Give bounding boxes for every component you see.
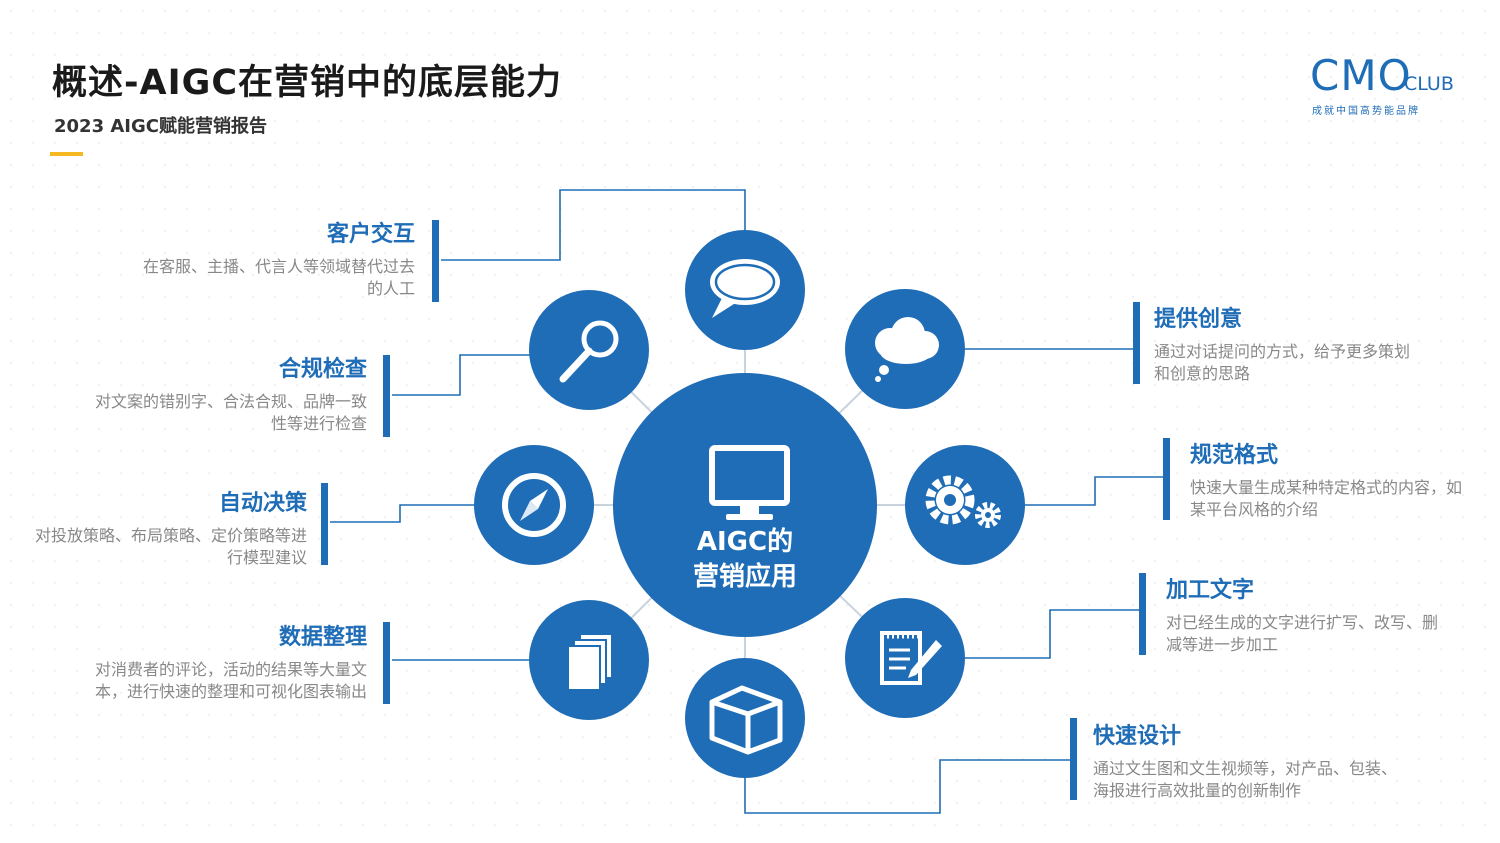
center-label-line1: AIGC的 bbox=[696, 527, 794, 557]
text-block-text-processing: 加工文字 对已经生成的文字进行扩写、改写、删减等进一步加工 bbox=[1166, 576, 1441, 656]
leader-line bbox=[441, 189, 746, 261]
capability-description: 通过对话提问的方式，给予更多策划和创意的思路 bbox=[1154, 342, 1411, 383]
center-label-line2: 营销应用 bbox=[692, 562, 797, 592]
text-block-auto-decision: 自动决策 对投放策略、布局策略、定价策略等进行模型建议 bbox=[35, 489, 307, 569]
capability-title: 快速设计 bbox=[1093, 724, 1182, 749]
accent-bar bbox=[1070, 718, 1077, 800]
accent-bar bbox=[432, 220, 439, 302]
text-block-provide-ideas: 提供创意 通过对话提问的方式，给予更多策划和创意的思路 bbox=[1154, 305, 1424, 385]
leader-line bbox=[330, 504, 475, 523]
text-block-compliance-check: 合规检查 对文案的错别字、合法合规、品牌一致性等进行检查 bbox=[95, 355, 367, 435]
capability-title: 合规检查 bbox=[278, 357, 367, 382]
accent-bar bbox=[1163, 438, 1170, 520]
accent-bar bbox=[321, 483, 328, 565]
capability-description: 对投放策略、布局策略、定价策略等进行模型建议 bbox=[35, 526, 308, 567]
capability-title: 数据整理 bbox=[278, 625, 367, 650]
accent-bar bbox=[383, 355, 390, 437]
center-label: AIGC的 营销应用 bbox=[615, 525, 875, 595]
capability-description: 快速大量生成某种特定格式的内容，如某平台风格的介绍 bbox=[1190, 478, 1463, 519]
capability-title: 提供创意 bbox=[1154, 307, 1243, 332]
capability-description: 通过文生图和文生视频等，对产品、包装、海报进行高效批量的创新制作 bbox=[1093, 759, 1398, 800]
capability-title: 规范格式 bbox=[1190, 443, 1279, 468]
text-block-format-spec: 规范格式 快速大量生成某种特定格式的内容，如某平台风格的介绍 bbox=[1190, 441, 1465, 521]
satellite-text-processing bbox=[845, 598, 965, 718]
satellite-customer-interaction bbox=[685, 230, 805, 350]
title-accent-bar bbox=[50, 152, 83, 156]
page-title: 概述-AIGC在营销中的底层能力 bbox=[52, 63, 563, 103]
satellite-provide-ideas bbox=[845, 289, 965, 409]
capability-description: 在客服、主播、代言人等领域替代过去的人工 bbox=[142, 257, 415, 298]
leader-line bbox=[1025, 476, 1165, 506]
capability-title: 自动决策 bbox=[218, 491, 307, 516]
capability-description: 对消费者的评论，活动的结果等大量文本，进行快速的整理和可视化图表输出 bbox=[95, 660, 368, 701]
satellite-compliance-check bbox=[529, 290, 649, 410]
satellite-auto-decision bbox=[474, 445, 594, 565]
accent-bar bbox=[383, 622, 390, 704]
documents-icon bbox=[567, 633, 613, 691]
capability-description: 对文案的错别字、合法合规、品牌一致性等进行检查 bbox=[95, 392, 368, 433]
compass-icon bbox=[502, 473, 566, 537]
leader-line bbox=[744, 759, 1072, 814]
logo-club-text: CLUB bbox=[1404, 73, 1454, 95]
cube-icon bbox=[709, 685, 783, 755]
leader-lines bbox=[330, 189, 1165, 814]
notepad-pen-icon bbox=[880, 631, 942, 685]
magnifier-icon bbox=[559, 320, 619, 383]
text-block-data-organize: 数据整理 对消费者的评论，活动的结果等大量文本，进行快速的整理和可视化图表输出 bbox=[95, 623, 367, 703]
logo-tagline: 成就中国高势能品牌 bbox=[1312, 106, 1420, 117]
accent-bar bbox=[1139, 573, 1146, 655]
satellite-data-organize bbox=[529, 600, 649, 720]
speech-bubble-icon bbox=[710, 259, 780, 318]
text-block-quick-design: 快速设计 通过文生图和文生视频等，对产品、包装、海报进行高效批量的创新制作 bbox=[1093, 722, 1403, 802]
capability-title: 客户交互 bbox=[326, 222, 415, 247]
leader-line bbox=[965, 609, 1141, 659]
text-block-customer-interaction: 客户交互 在客服、主播、代言人等领域替代过去的人工 bbox=[140, 220, 415, 300]
gears-icon bbox=[925, 475, 1001, 528]
page-subtitle: 2023 AIGC赋能营销报告 bbox=[54, 116, 267, 137]
cmo-club-logo: CMO CLUB 成就中国高势能品牌 bbox=[1310, 52, 1460, 122]
leader-line bbox=[392, 354, 530, 396]
satellite-format-spec bbox=[905, 445, 1025, 565]
text-accent-bars bbox=[321, 220, 1170, 800]
thought-cloud-icon bbox=[875, 317, 939, 382]
capability-description: 对已经生成的文字进行扩写、改写、删减等进一步加工 bbox=[1166, 613, 1439, 654]
monitor-icon bbox=[709, 445, 790, 520]
logo-main-text: CMO bbox=[1310, 51, 1412, 100]
capability-title: 加工文字 bbox=[1166, 578, 1255, 603]
satellite-quick-design bbox=[685, 658, 805, 778]
accent-bar bbox=[1133, 302, 1140, 384]
